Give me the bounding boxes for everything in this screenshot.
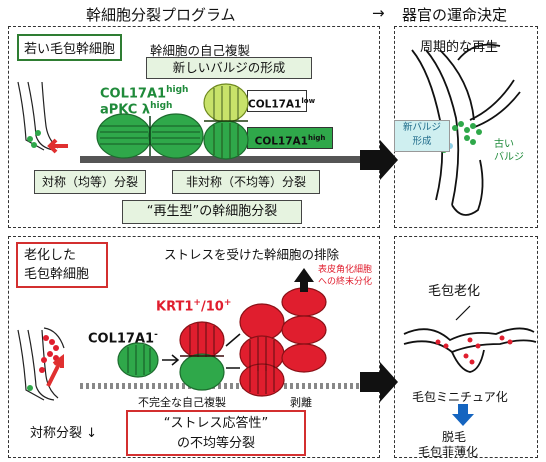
basement-line xyxy=(80,156,380,163)
hair-loss-label: 脱毛 xyxy=(442,430,467,444)
aged-stem-cell-tag: 老化した毛包幹細胞 xyxy=(16,242,108,288)
aged-follicle-sketch xyxy=(17,327,65,401)
col17a1-low-box: COL17A1low xyxy=(247,90,315,112)
young-follicle-dot xyxy=(31,142,37,148)
symmetric-decrease-label: 対称分裂 ↓ xyxy=(30,426,98,441)
asymmetric-division-box: 非対称（不均等）分裂 xyxy=(172,170,320,194)
young-follicle-sketch xyxy=(17,81,59,151)
red-arrow-up xyxy=(46,354,64,387)
peeling-label: 剥離 xyxy=(290,396,312,409)
bottom-left-panel xyxy=(8,236,380,458)
big-arrow-top xyxy=(360,140,398,180)
symmetric-division-box: 対称（均等）分裂 xyxy=(34,170,146,194)
apkc-high-label: aPKC λhigh xyxy=(100,101,173,118)
miniaturization-label: 毛包ミニチュア化 xyxy=(412,390,508,404)
young-follicle-dot xyxy=(35,130,41,136)
thin-arrow-1 xyxy=(162,354,180,366)
stress-response-box: “ストレス応答性”の不均等分裂 xyxy=(126,410,306,456)
aged-follicle-right-dots xyxy=(435,335,513,365)
col17a1-high-label: COL17A1high xyxy=(100,85,189,102)
asymmetric-cells xyxy=(203,83,249,160)
peeling-stack-cells xyxy=(281,287,327,373)
big-arrow-bottom xyxy=(360,362,398,402)
new-bulge-box: 新しいバルジの形成 xyxy=(146,57,312,79)
krt1-10-label: KRT1+/10+ xyxy=(156,298,232,315)
top-left-panel xyxy=(8,26,380,228)
bottom-right-panel xyxy=(394,236,538,458)
regenerative-division-box: “再生型”の幹細胞分裂 xyxy=(122,200,302,224)
thinning-label: 毛包菲薄化 xyxy=(418,445,479,459)
up-arrow-peeling xyxy=(294,268,314,292)
col17a1-high-box: COL17A1high xyxy=(247,127,333,149)
second-pair-cells xyxy=(239,303,285,397)
follicle-aging-label: 毛包老化 xyxy=(428,284,481,299)
elimination-label: ストレスを受けた幹細胞の排除 xyxy=(164,247,340,262)
program-title: 幹細胞分裂プログラム xyxy=(86,6,236,24)
thin-arrow-2 xyxy=(225,333,241,347)
new-bulge-label: 新バルジ形成 xyxy=(394,120,450,152)
col17a1-negative-cell xyxy=(117,342,159,378)
fate-title: 器官の運命決定 xyxy=(402,6,508,24)
symmetric-cells xyxy=(96,113,204,159)
aged-follicle-right xyxy=(403,305,537,373)
stress-pair-cells xyxy=(179,321,225,391)
aged-follicle-dots xyxy=(27,335,59,391)
self-renewal-label: 幹細胞の自己複製 xyxy=(150,43,251,58)
cyclic-regeneration-title: 周期的な再生 xyxy=(420,40,499,55)
young-stem-cell-tag: 若い毛包幹細胞 xyxy=(17,34,123,61)
col17a1-negative-label: COL17A1- xyxy=(88,330,158,347)
header-arrow: → xyxy=(372,4,385,22)
cyclic-follicle-sketch xyxy=(411,43,521,216)
down-arrow-hair-loss xyxy=(452,404,474,426)
incomplete-renewal-label: 不完全な自己複製 xyxy=(138,396,226,409)
terminal-differentiation-label: 表皮角化細胞への終末分化 xyxy=(318,265,373,287)
red-arrow-left xyxy=(47,138,68,154)
young-follicle-dot xyxy=(27,136,33,142)
old-bulge-label: 古いバルジ xyxy=(494,139,524,163)
